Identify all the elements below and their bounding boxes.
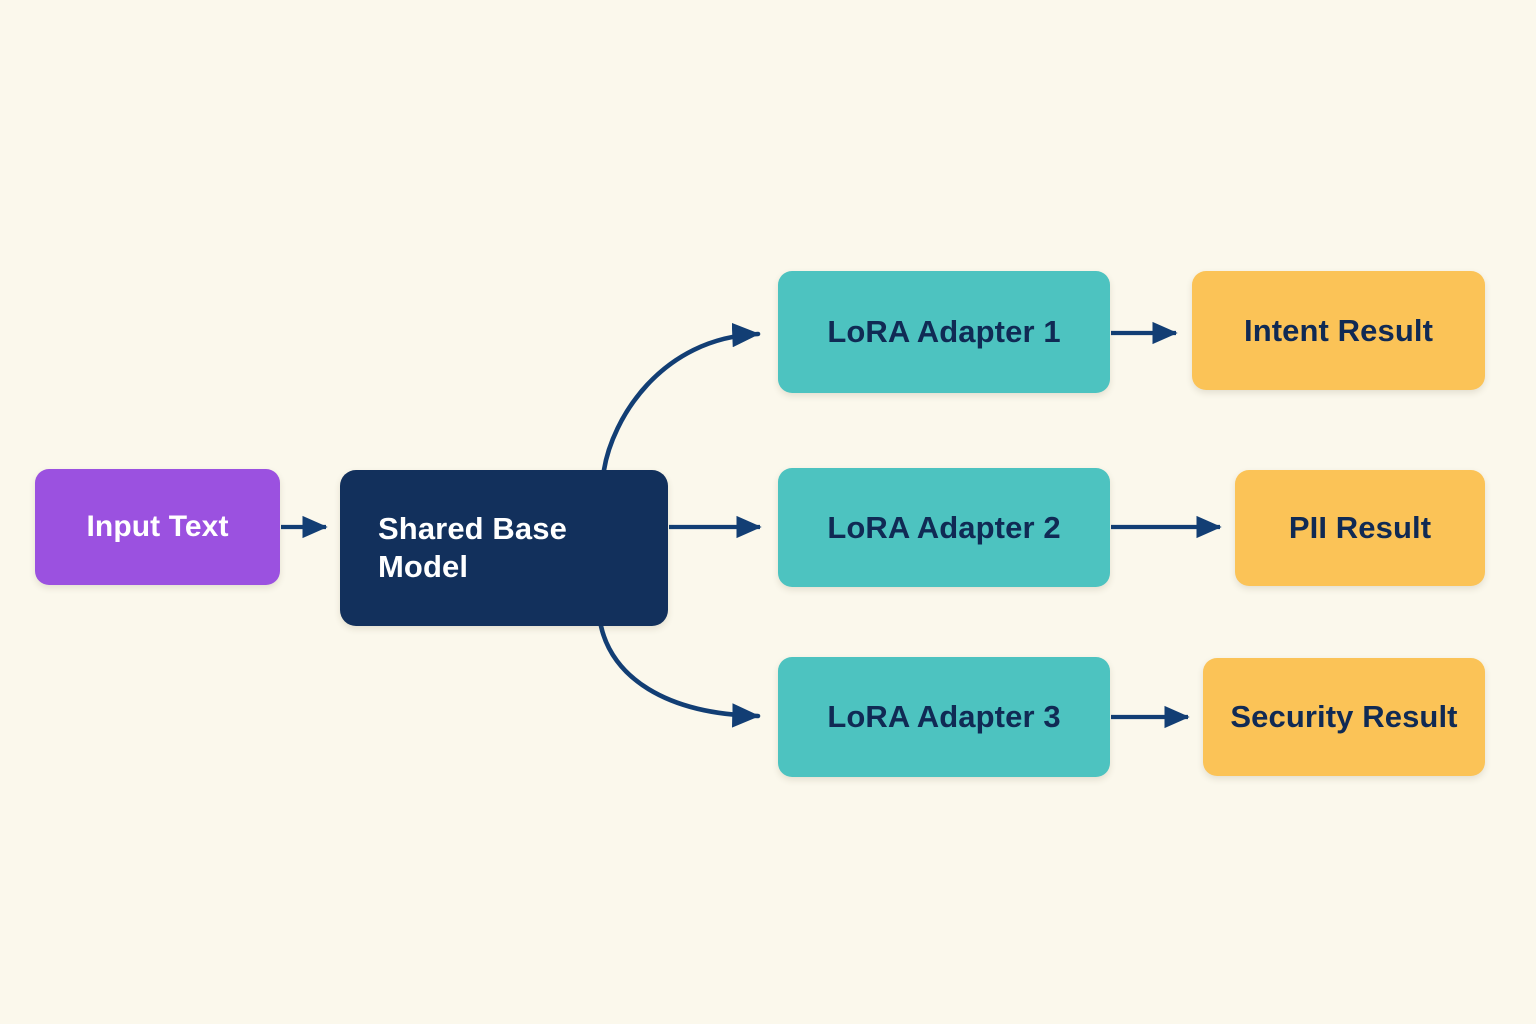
edge-base-to-adapter-1 xyxy=(601,322,761,473)
node-pii-result-label: PII Result xyxy=(1288,510,1432,546)
node-shared-base-model-label-line2: Model xyxy=(378,549,469,584)
node-shared-base-model-label: Shared Base Model xyxy=(378,510,646,586)
node-security-result-label: Security Result xyxy=(1230,699,1458,735)
node-security-result[interactable]: Security Result xyxy=(1203,658,1485,776)
node-input-text-label: Input Text xyxy=(86,509,229,543)
edge-base-to-adapter-3 xyxy=(598,623,761,728)
node-intent-result[interactable]: Intent Result xyxy=(1192,271,1485,390)
node-lora-adapter-2[interactable]: LoRA Adapter 2 xyxy=(778,468,1110,587)
node-lora-adapter-3[interactable]: LoRA Adapter 3 xyxy=(778,657,1110,777)
node-pii-result[interactable]: PII Result xyxy=(1235,470,1485,586)
node-input-text[interactable]: Input Text xyxy=(35,469,280,585)
node-lora-adapter-1[interactable]: LoRA Adapter 1 xyxy=(778,271,1110,393)
node-shared-base-model-label-line1: Shared Base xyxy=(378,511,567,547)
node-shared-base-model[interactable]: Shared Base Model xyxy=(340,470,668,626)
node-lora-adapter-2-label: LoRA Adapter 2 xyxy=(827,509,1061,545)
node-lora-adapter-1-label: LoRA Adapter 1 xyxy=(827,314,1061,350)
node-lora-adapter-3-label: LoRA Adapter 3 xyxy=(827,699,1061,735)
node-intent-result-label: Intent Result xyxy=(1243,312,1434,348)
